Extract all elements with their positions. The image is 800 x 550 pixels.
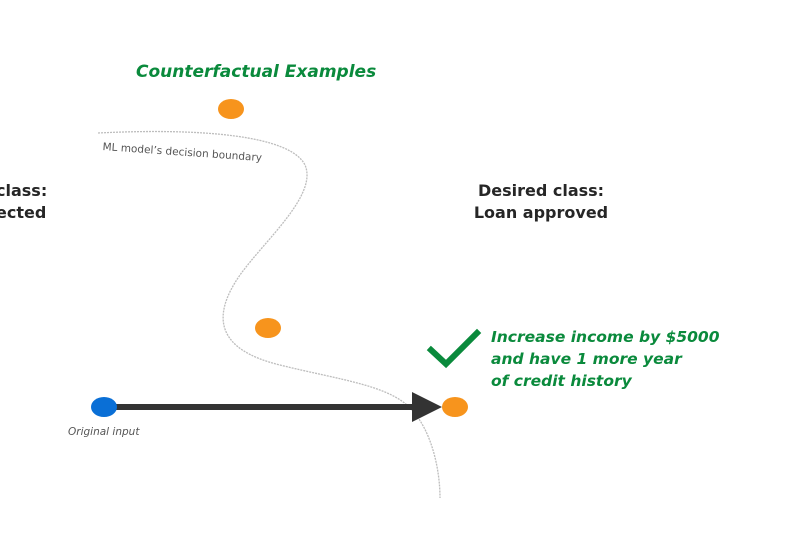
- diagram-title: Counterfactual Examples: [136, 62, 377, 82]
- desired-class-line1: Desired class:: [477, 181, 605, 200]
- desired-class-label: Desired class: Loan approved: [470, 180, 612, 224]
- desired-class-line2: Loan approved: [473, 203, 609, 222]
- current-class-line1: class:: [0, 181, 48, 200]
- counterfactual-point-middle[interactable]: [255, 318, 281, 338]
- original-input-label: Original input: [68, 426, 140, 438]
- counterfactual-point-top[interactable]: [218, 99, 244, 119]
- arrow-right-icon: [412, 392, 442, 422]
- current-class-line2: ected: [0, 203, 47, 222]
- suggestion-line2: and have 1 more year: [491, 350, 682, 368]
- checkmark-icon: [426, 328, 482, 369]
- decision-boundary-curve: [97, 130, 441, 499]
- original-input-point[interactable]: [91, 397, 117, 417]
- counterfactual-point-target[interactable]: [442, 397, 468, 417]
- suggestion-line1: Increase income by $5000: [491, 328, 720, 346]
- current-class-label: class: ected: [0, 180, 48, 224]
- suggestion-line3: of credit history: [491, 372, 632, 390]
- counterfactual-suggestion: Increase income by $5000 and have 1 more…: [491, 326, 720, 392]
